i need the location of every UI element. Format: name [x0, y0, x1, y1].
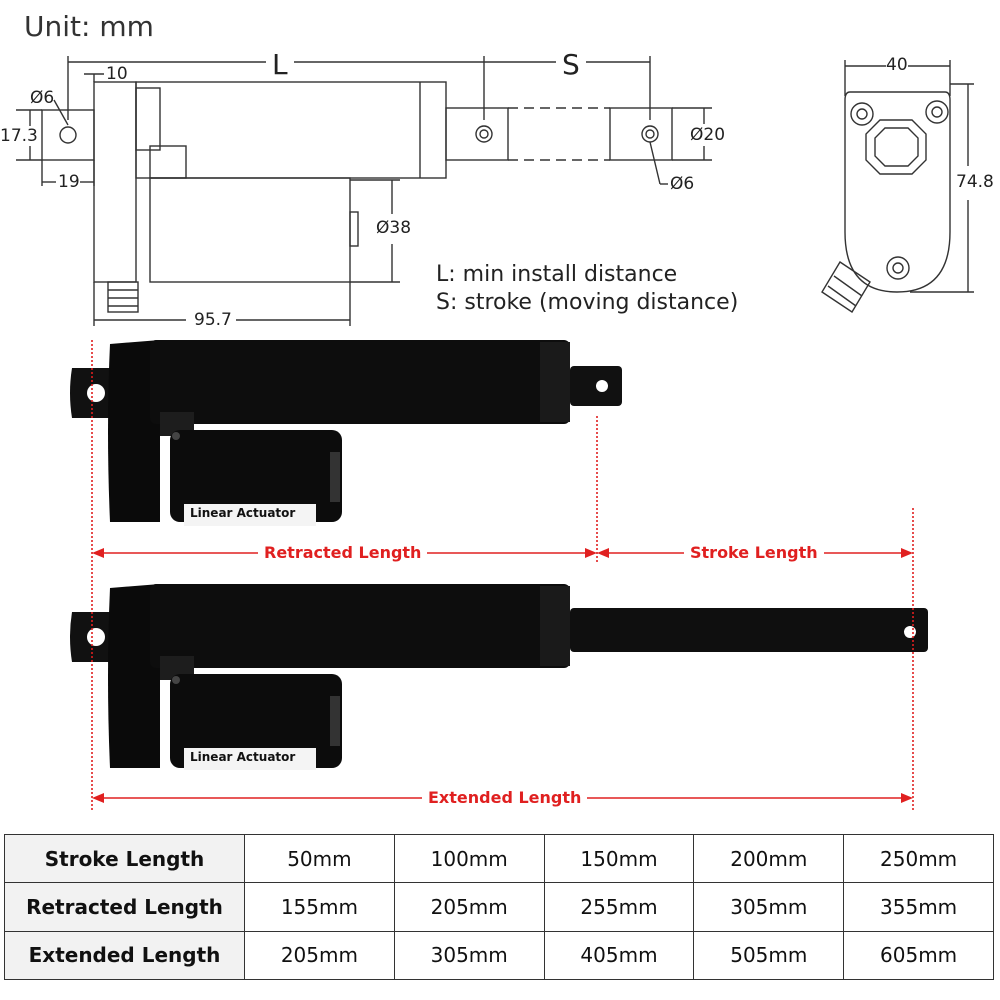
retracted-motor	[170, 430, 342, 522]
table-row-extended: Extended Length 205mm 305mm 405mm 505mm …	[4, 930, 994, 981]
retracted-gearbox	[108, 340, 160, 522]
table-cell: 250mm	[843, 833, 994, 884]
table-row-stroke: Stroke Length 50mm 100mm 150mm 200mm 250…	[4, 833, 994, 884]
retracted-length-label: Retracted Length	[258, 543, 428, 562]
table-cell: 200mm	[693, 833, 845, 884]
dim-phi6-right-label: Ø6	[670, 174, 695, 194]
extended-motor	[170, 674, 342, 768]
dim-74-8-label: 74.8	[956, 172, 994, 192]
actuator-retracted	[70, 340, 622, 526]
extended-label-plate	[184, 748, 316, 770]
legend-S: S: stroke (moving distance)	[436, 290, 739, 315]
dim-S-label: S	[556, 48, 586, 81]
retracted-label-plate	[184, 504, 316, 526]
worm-gear	[107, 281, 139, 313]
table-cell: 605mm	[843, 930, 994, 981]
table-cell: 155mm	[244, 882, 395, 932]
end-view-octagon	[865, 119, 927, 175]
dim-40-label: 40	[886, 55, 908, 75]
actuator-extended	[70, 584, 928, 770]
table-cell: 150mm	[543, 833, 695, 884]
dim-19-label: 19	[58, 172, 80, 192]
housing-step	[135, 87, 161, 151]
unit-label: Unit: mm	[24, 10, 154, 43]
spec-table: Stroke Length 50mm 100mm 150mm 200mm 250…	[4, 833, 994, 981]
end-view-drawing	[821, 60, 974, 313]
table-cell: 205mm	[244, 930, 395, 981]
main-tube	[135, 81, 447, 179]
end-view-screw-bottom	[886, 256, 910, 280]
table-cell: 255mm	[543, 882, 695, 932]
inner-rod-start	[445, 107, 509, 161]
dim-phi6-left-label: Ø6	[30, 88, 55, 108]
dim-95-7-label: 95.7	[194, 310, 232, 330]
table-cell: 50mm	[244, 833, 395, 884]
rear-clevis-hole	[59, 126, 77, 144]
table-row-retracted: Retracted Length 155mm 205mm 255mm 305mm…	[4, 882, 994, 932]
retracted-main-tube	[150, 340, 570, 424]
legend-L: L: min install distance	[436, 262, 678, 287]
table-cell: 305mm	[393, 930, 545, 981]
table-cell: 205mm	[393, 882, 545, 932]
end-view-screw-right	[925, 100, 949, 124]
table-cell: 405mm	[543, 930, 695, 981]
end-view-cable-gland	[821, 261, 871, 313]
dim-phi20-label: Ø20	[690, 125, 726, 145]
housing-bracket	[149, 145, 187, 179]
table-cell: 305mm	[693, 882, 845, 932]
inner-rod-end	[609, 107, 673, 161]
motor-outline	[149, 177, 351, 283]
table-cell: 505mm	[693, 930, 845, 981]
extended-plate-title: Linear Actuator	[190, 750, 296, 764]
extended-inner-rod	[570, 608, 928, 652]
stroke-length-label: Stroke Length	[684, 543, 824, 562]
retracted-rear-hole	[87, 384, 105, 402]
end-view-screw-left	[850, 102, 874, 126]
row-header: Stroke Length	[4, 833, 245, 884]
extended-length-label: Extended Length	[422, 788, 588, 807]
table-cell: 355mm	[843, 882, 994, 932]
table-cell: 100mm	[393, 833, 545, 884]
end-view-housing	[844, 91, 951, 293]
extended-main-tube	[150, 584, 570, 668]
row-header: Extended Length	[4, 930, 245, 981]
retracted-plate-title: Linear Actuator	[190, 506, 296, 520]
dim-10-label: 10	[106, 64, 128, 84]
extended-gearbox	[108, 584, 160, 768]
dim-17-3-label: 17.3	[0, 126, 38, 146]
dim-phi38-label: Ø38	[376, 218, 412, 238]
extended-rear-hole	[87, 628, 105, 646]
dim-L-label: L	[266, 48, 294, 81]
housing-plate	[93, 81, 137, 283]
row-header: Retracted Length	[4, 882, 245, 932]
